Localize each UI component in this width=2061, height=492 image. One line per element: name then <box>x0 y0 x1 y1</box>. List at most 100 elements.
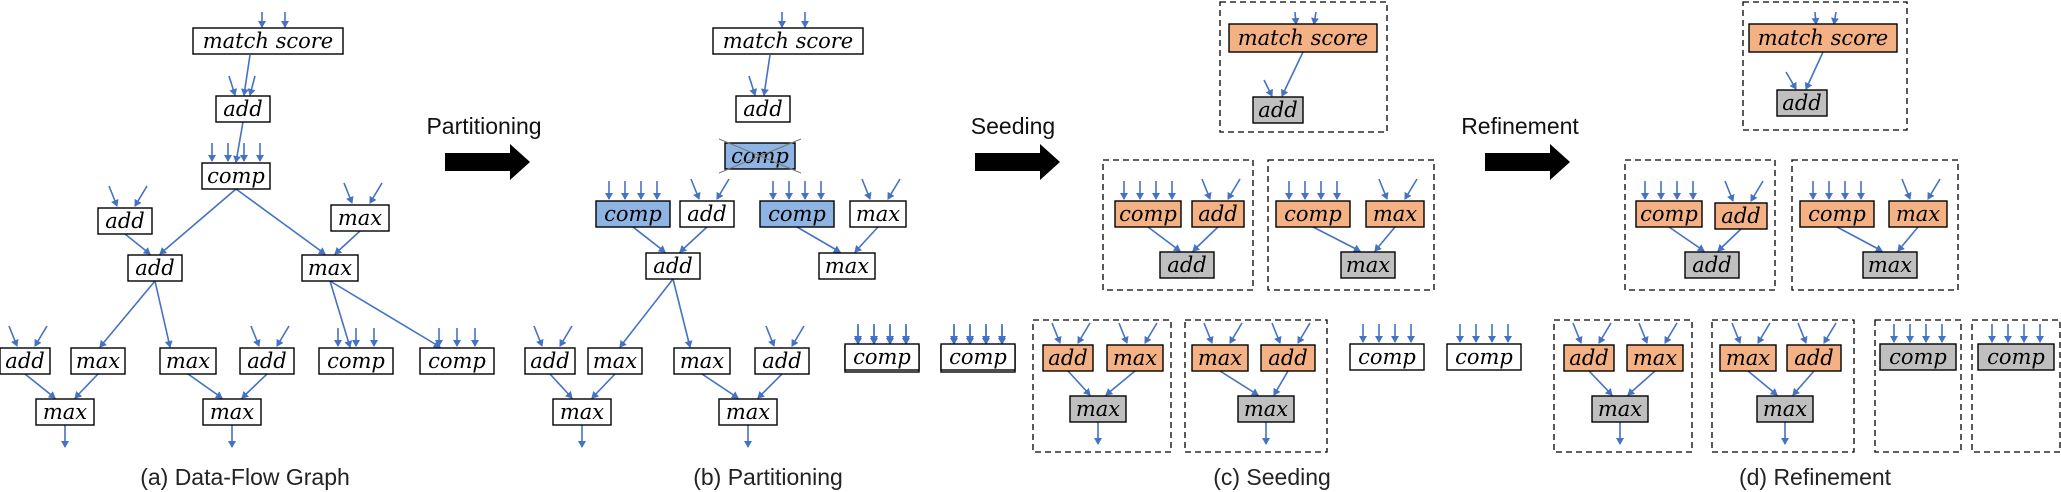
node-label: max <box>560 400 604 424</box>
node-max: max <box>1106 344 1164 372</box>
edge <box>1203 322 1214 344</box>
node-box <box>1626 344 1684 372</box>
node-box <box>35 398 95 426</box>
edge <box>233 121 244 163</box>
edge <box>1668 226 1705 252</box>
node-match-score: match score <box>1748 23 1898 53</box>
edge <box>1201 178 1212 200</box>
edge <box>632 226 666 253</box>
node-comp: comp <box>1879 343 1957 371</box>
node-label: add <box>105 209 144 233</box>
node-box <box>1106 344 1164 372</box>
edge <box>1105 370 1136 396</box>
node-max: max <box>35 398 95 426</box>
node-label: comp <box>327 349 385 373</box>
node-label: max <box>1726 346 1770 370</box>
cut-mark <box>718 138 802 174</box>
node-label: comp <box>428 349 486 373</box>
node-box <box>1748 23 1898 53</box>
edge <box>240 54 251 96</box>
node-box <box>1237 395 1295 423</box>
node-max: max <box>818 252 876 280</box>
node-label: max <box>726 400 770 424</box>
node-add: add <box>1042 344 1094 372</box>
node-label: add <box>1721 204 1760 228</box>
edge <box>1731 322 1742 344</box>
node-match-score: match score <box>1228 23 1378 53</box>
edge <box>1192 226 1219 252</box>
edge <box>250 325 261 347</box>
edge <box>757 373 783 399</box>
node-max: max <box>301 254 359 282</box>
node-box <box>70 347 126 375</box>
edge <box>1750 180 1764 202</box>
edge <box>559 325 573 347</box>
node-box <box>215 95 271 123</box>
node-box <box>1879 343 1957 371</box>
node-comp: comp <box>718 138 802 174</box>
edge <box>108 185 119 207</box>
node-comp: comp <box>759 200 835 228</box>
node-max: max <box>330 204 390 232</box>
edge <box>1901 178 1912 200</box>
node-label: match score <box>723 29 853 53</box>
node-label: max <box>1244 397 1288 421</box>
edge <box>235 188 326 255</box>
node-max: max <box>1626 344 1684 372</box>
node-box <box>202 398 262 426</box>
node-add: add <box>754 347 810 375</box>
node-box <box>201 162 271 190</box>
node-label: max <box>1896 202 1940 226</box>
node-label: add <box>223 97 262 121</box>
edge <box>343 182 354 204</box>
partition-group-box <box>1184 319 1328 453</box>
node-label: add <box>1569 346 1608 370</box>
node-label: max <box>308 256 352 280</box>
node-max: max <box>1237 395 1295 423</box>
edge <box>1404 178 1418 200</box>
node-label: add <box>1198 202 1237 226</box>
node-box <box>1756 395 1814 423</box>
edge <box>1785 71 1797 90</box>
right-arrow-icon <box>445 144 530 180</box>
edge <box>1811 11 1820 25</box>
node-label: comp <box>949 345 1007 369</box>
node-label: add <box>247 349 286 373</box>
node-comp: comp <box>419 347 495 375</box>
node-max: max <box>1069 395 1127 423</box>
node-box <box>419 347 495 375</box>
edge <box>1831 11 1839 25</box>
node-add: add <box>0 347 51 375</box>
node-label: max <box>1598 397 1642 421</box>
node-box <box>679 200 735 228</box>
node-box <box>239 347 295 375</box>
edge <box>1118 322 1129 344</box>
node-label: comp <box>604 202 662 226</box>
partition-group-box <box>1219 1 1388 133</box>
node-max: max <box>202 398 262 426</box>
node-label: comp <box>1808 202 1866 226</box>
edge <box>134 185 148 207</box>
node-add: add <box>127 254 183 282</box>
partition-group-box <box>1711 319 1855 453</box>
edge <box>228 75 238 96</box>
edge <box>1229 322 1243 344</box>
partition-group-box <box>1267 159 1435 291</box>
node-box <box>940 343 1016 371</box>
node-box <box>159 347 217 375</box>
node-box <box>0 347 51 375</box>
node-label: max <box>1113 346 1157 370</box>
node-box <box>587 347 643 375</box>
node-add: add <box>524 347 576 375</box>
edge <box>861 178 872 200</box>
node-add: add <box>735 95 791 123</box>
node-comp: comp <box>1114 200 1182 228</box>
node-box <box>673 347 731 375</box>
node-label: add <box>5 349 44 373</box>
node-box <box>1228 23 1378 53</box>
node-box <box>759 200 835 228</box>
node-comp: comp <box>940 343 1016 371</box>
partition-group-box <box>1102 159 1254 291</box>
edge <box>533 325 544 347</box>
partition-group-box <box>1032 319 1172 453</box>
